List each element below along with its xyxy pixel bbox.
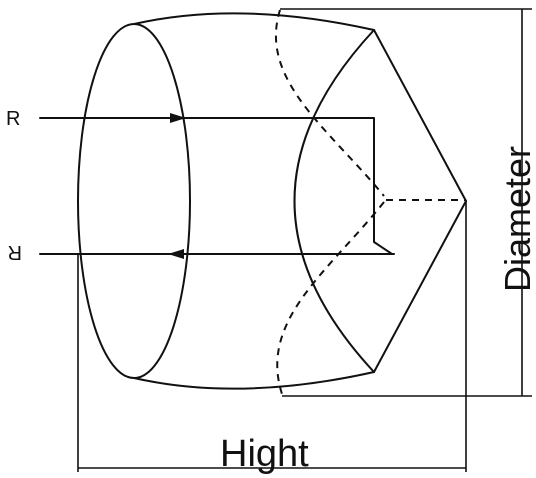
- front-face-ellipse: [77, 23, 191, 379]
- diameter-label: Diameter: [497, 146, 536, 292]
- height-label: Hight: [220, 433, 309, 475]
- cone-lower-edge: [373, 200, 467, 373]
- ray-in-arrowhead: [170, 113, 186, 123]
- curved-surface-arc: [293, 29, 375, 373]
- ray-out-arrowhead: [168, 249, 184, 259]
- ray-out-label: R: [8, 241, 22, 263]
- ray-in-label: R: [6, 108, 20, 130]
- ray-in-path: [39, 117, 393, 255]
- top-curve-edge: [133, 12, 375, 31]
- hidden-edge-lower: [276, 201, 385, 395]
- cone-upper-edge: [373, 29, 467, 202]
- bottom-curve-edge: [133, 371, 375, 390]
